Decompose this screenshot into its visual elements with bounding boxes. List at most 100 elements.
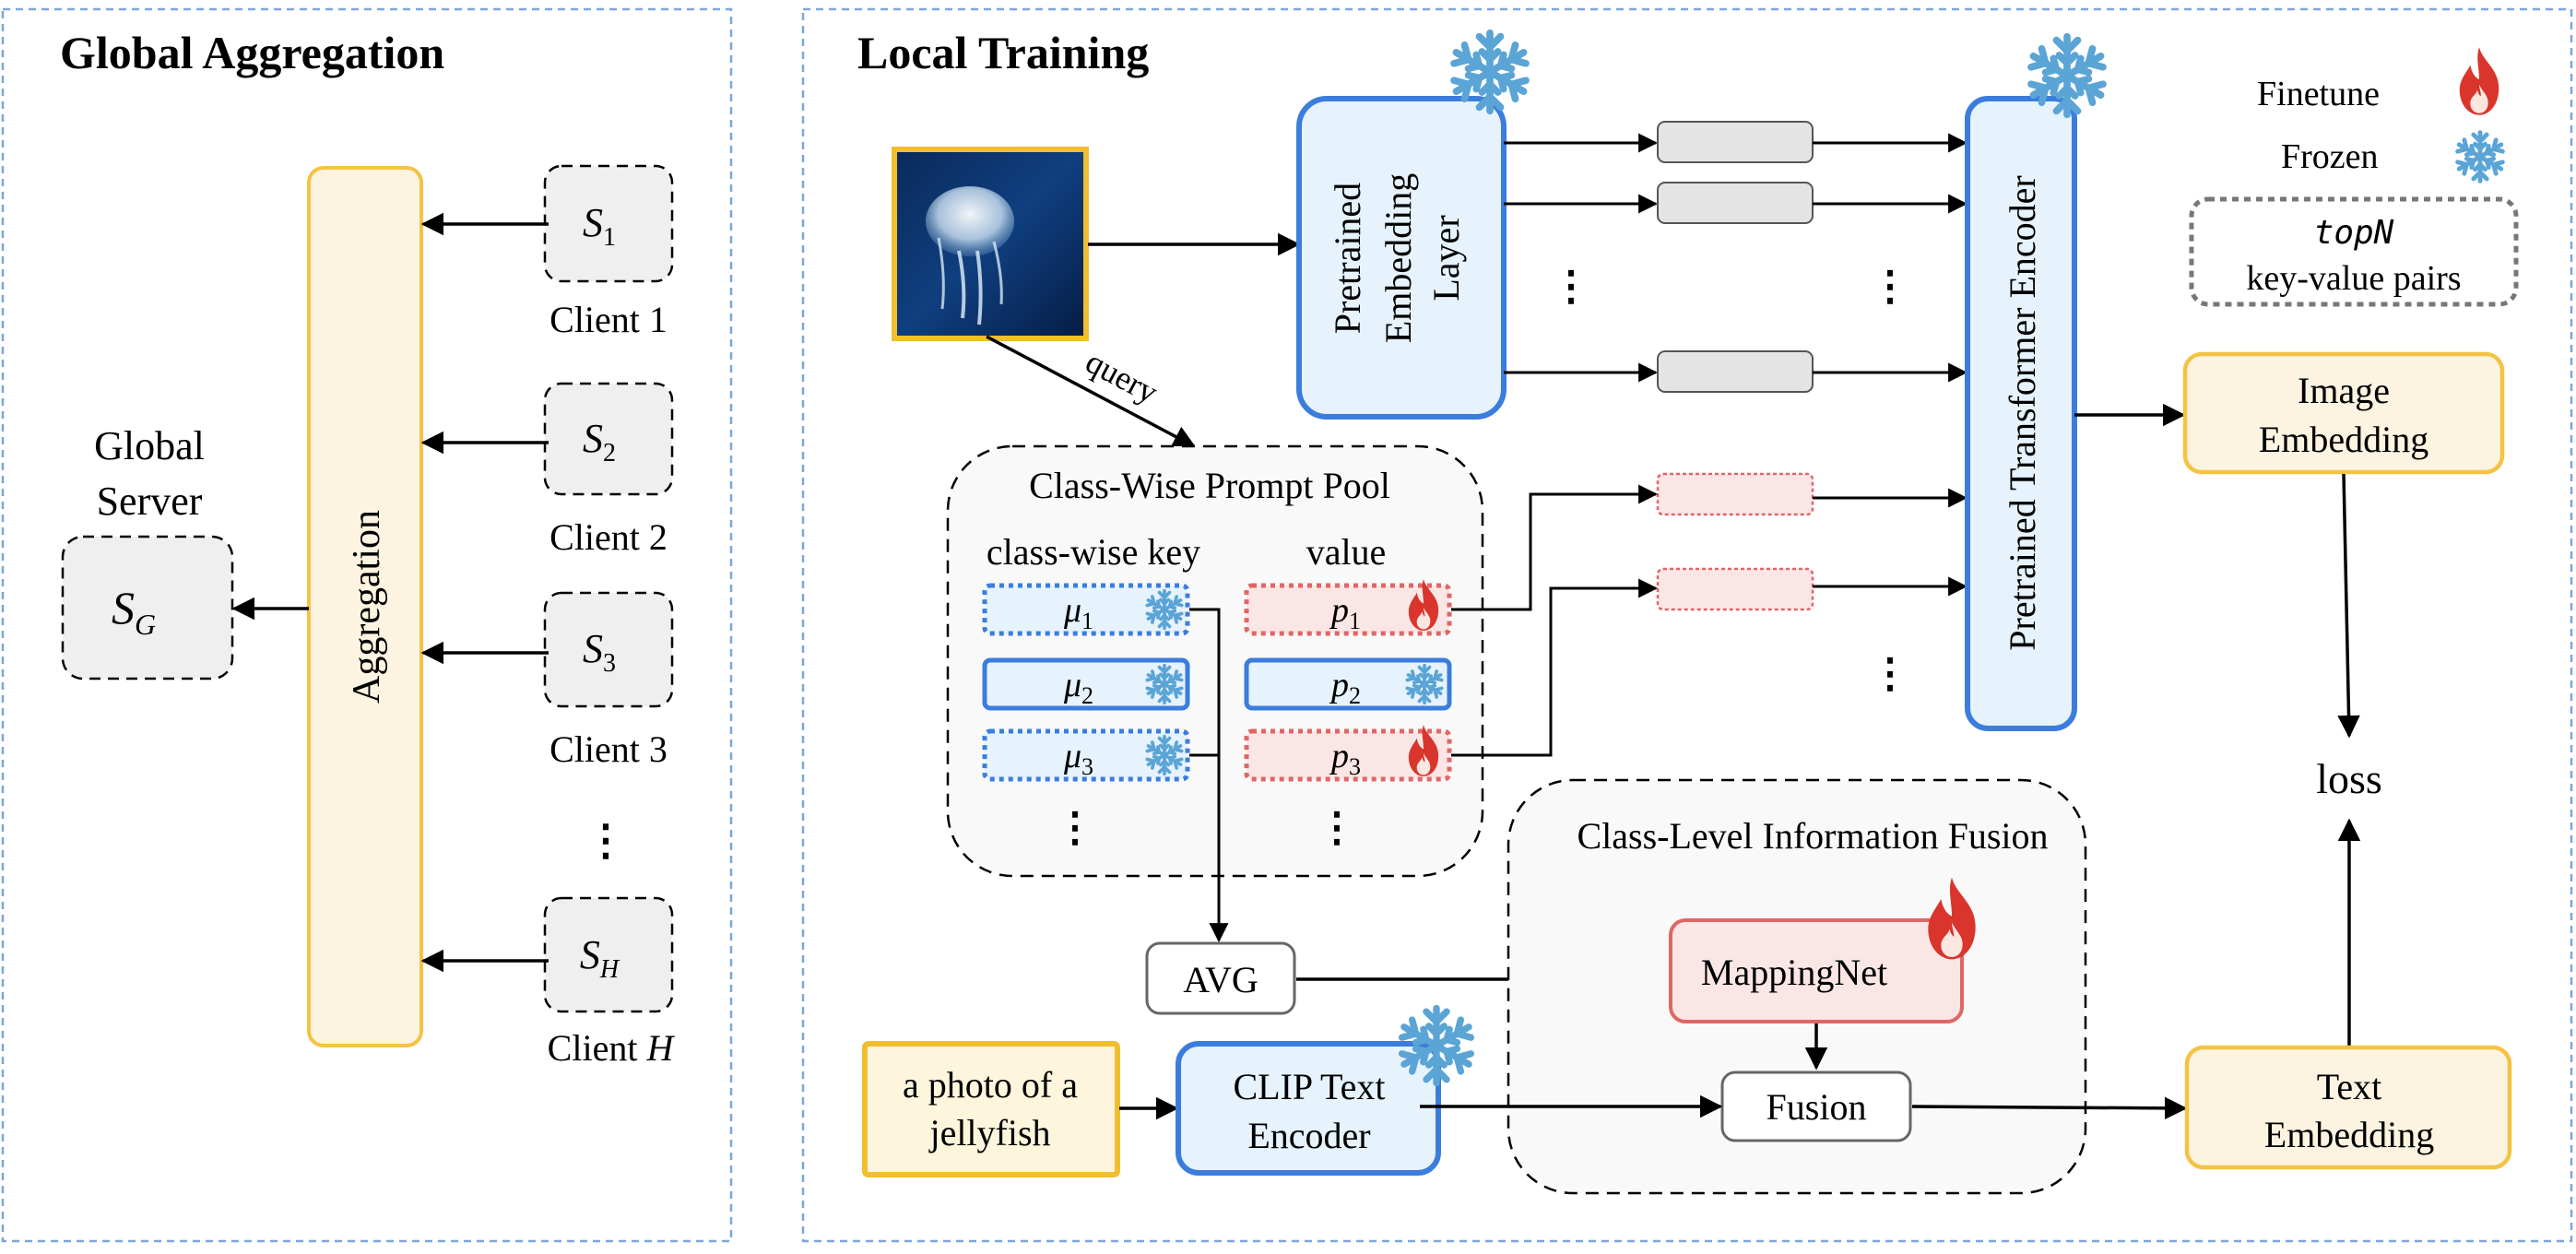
client-label: Client H bbox=[548, 1027, 676, 1069]
loss-label: loss bbox=[2316, 755, 2382, 802]
value-p-2: p2 bbox=[1244, 657, 1452, 711]
global-server-label-line2: Server bbox=[97, 479, 203, 524]
image-embedding-line1: Image bbox=[2298, 370, 2390, 411]
class-wise-key-header: class-wise key bbox=[987, 531, 1200, 573]
value-symbol: p1 bbox=[1329, 591, 1361, 634]
text-prompt-line1: a photo of a bbox=[903, 1064, 1078, 1106]
prompt-pool-title: Class-Wise Prompt Pool bbox=[1029, 465, 1390, 506]
key-box bbox=[982, 583, 1190, 636]
image-embedding-to-loss-arrow bbox=[2337, 473, 2360, 739]
image-token bbox=[1657, 121, 1814, 163]
clip-encoder-line1: CLIP Text bbox=[1234, 1066, 1386, 1107]
global-aggregation-panel bbox=[1, 7, 733, 1243]
values-ellipsis: ⋮ bbox=[1317, 805, 1357, 850]
value-box bbox=[1244, 657, 1452, 711]
tokens-ellipsis-right: ⋮ bbox=[1870, 264, 1910, 309]
client-label: Client 2 bbox=[549, 516, 668, 558]
key-mu-1: μ1 bbox=[982, 583, 1190, 636]
key-symbol: μ2 bbox=[1063, 666, 1093, 709]
fusion-group-title: Class-Level Information Fusion bbox=[1577, 815, 2048, 857]
p1-to-prompt-token-connector bbox=[1451, 484, 1659, 611]
clip-text-encoder bbox=[1176, 1041, 1441, 1176]
value-p-1: p1 bbox=[1244, 579, 1452, 636]
legend: Finetune Frozen topN key-value pairs bbox=[2189, 47, 2519, 307]
key-box bbox=[982, 728, 1190, 782]
client-symbol: SH bbox=[580, 932, 620, 984]
client-1: S1 Client 1 bbox=[420, 164, 674, 340]
client-symbol: S2 bbox=[583, 416, 616, 467]
avg-label: AVG bbox=[1183, 959, 1258, 1000]
prompt-token bbox=[1656, 472, 1814, 516]
clients-ellipsis: ⋮ bbox=[585, 817, 627, 864]
embedding-layer-label: Pretrained Embedding Layer bbox=[1327, 173, 1467, 343]
clip-encoder-line2: Encoder bbox=[1247, 1115, 1370, 1156]
query-label: query bbox=[1080, 343, 1164, 411]
query-arrow bbox=[986, 335, 1197, 448]
legend-frozen-label: Frozen bbox=[2281, 137, 2379, 176]
key-box bbox=[982, 657, 1190, 711]
key-mu-2: μ2 bbox=[982, 657, 1190, 711]
legend-topn-sublabel: key-value pairs bbox=[2246, 259, 2461, 298]
prompt-tokens: ⋮ bbox=[1656, 472, 1968, 696]
avg-box bbox=[1145, 941, 1296, 1015]
client-3: S3 Client 3 bbox=[420, 591, 674, 770]
client-symbol: S3 bbox=[583, 626, 616, 678]
image-tokens: ⋮ ⋮ bbox=[1504, 121, 1968, 393]
aggregation-label: Aggregation bbox=[346, 510, 388, 704]
transformer-encoder-label: Pretrained Transformer Encoder bbox=[2002, 175, 2043, 650]
local-training-title: Local Training bbox=[857, 27, 1149, 78]
client-box bbox=[543, 591, 674, 708]
fusion-label: Fusion bbox=[1767, 1086, 1867, 1128]
client-h: SH Client H bbox=[420, 896, 676, 1069]
snowflake-icon bbox=[1451, 33, 1530, 111]
key-symbol: μ1 bbox=[1063, 591, 1093, 634]
mappingnet-box bbox=[1669, 918, 1964, 1023]
aggregation-bar bbox=[307, 166, 423, 1047]
client-label: Client 1 bbox=[549, 299, 668, 340]
text-prompt-line2: jellyfish bbox=[928, 1112, 1050, 1153]
snowflake-icon bbox=[2028, 37, 2107, 114]
text-embedding-line1: Text bbox=[2317, 1066, 2382, 1107]
image-embedding-line2: Embedding bbox=[2259, 419, 2428, 460]
value-header: value bbox=[1306, 531, 1387, 573]
client-box bbox=[543, 896, 674, 1013]
jellyfish-image bbox=[892, 147, 1089, 341]
client-label: Client 3 bbox=[549, 728, 668, 770]
key-symbol: μ3 bbox=[1063, 737, 1093, 780]
value-box bbox=[1244, 583, 1452, 636]
text-embedding-line2: Embedding bbox=[2264, 1114, 2434, 1155]
client-symbol: S1 bbox=[583, 200, 616, 252]
image-token bbox=[1657, 182, 1814, 224]
prompt-token bbox=[1656, 567, 1814, 611]
legend-finetune-label: Finetune bbox=[2257, 75, 2380, 113]
snowflake-icon bbox=[2456, 133, 2505, 182]
client-box bbox=[543, 382, 674, 496]
flame-icon bbox=[2459, 47, 2499, 115]
value-box bbox=[1244, 728, 1452, 782]
fusion-to-text-embedding-arrow bbox=[1911, 1096, 2188, 1120]
pretrained-embedding-layer bbox=[1296, 96, 1507, 420]
text-embedding-box bbox=[2184, 1045, 2512, 1170]
svg-text:Layer: Layer bbox=[1425, 215, 1467, 301]
value-symbol: p2 bbox=[1329, 666, 1361, 709]
keys-ellipsis: ⋮ bbox=[1055, 805, 1095, 850]
client-2: S2 Client 2 bbox=[420, 382, 674, 558]
text-prompt-input bbox=[862, 1041, 1120, 1177]
image-token bbox=[1657, 350, 1814, 393]
value-p-3: p3 bbox=[1244, 725, 1452, 782]
tokens-ellipsis-left: ⋮ bbox=[1551, 264, 1591, 309]
global-aggregation-title: Global Aggregation bbox=[60, 27, 444, 78]
global-server-symbol: SG bbox=[112, 582, 156, 641]
value-symbol: p3 bbox=[1329, 737, 1361, 780]
p3-to-prompt-token-connector bbox=[1451, 578, 1659, 757]
prompt-tokens-ellipsis: ⋮ bbox=[1870, 651, 1910, 696]
svg-text:Embedding: Embedding bbox=[1377, 173, 1419, 343]
key-mu-3: μ3 bbox=[982, 728, 1190, 782]
global-server-label-line1: Global bbox=[94, 423, 205, 468]
mappingnet-label: MappingNet bbox=[1701, 952, 1887, 993]
image-embedding-box bbox=[2182, 351, 2505, 475]
local-training-panel bbox=[801, 7, 2573, 1243]
legend-topn-label: topN bbox=[2314, 214, 2394, 252]
legend-topn-box bbox=[2189, 196, 2519, 307]
